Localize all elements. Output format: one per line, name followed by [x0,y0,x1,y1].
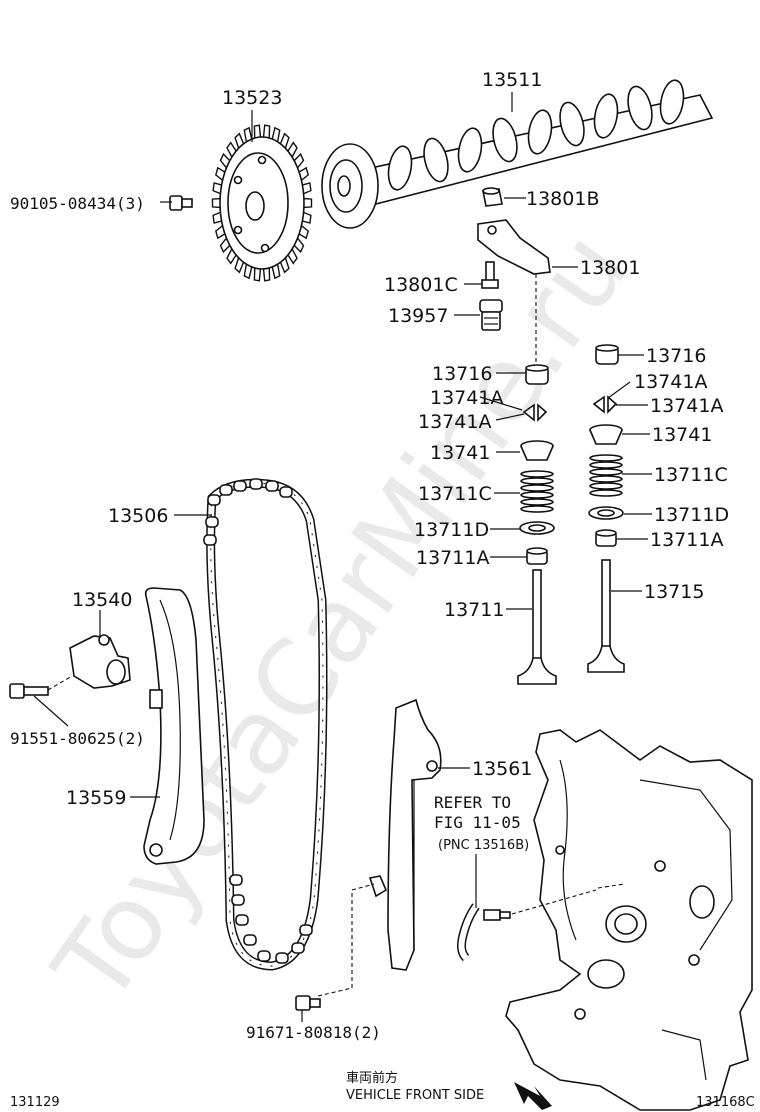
label-13741A-right-2[interactable]: 13741A [650,395,723,417]
label-13711C-right[interactable]: 13711C [654,464,728,486]
keepers-right-13741A[interactable] [592,395,618,414]
label-90105-08434[interactable]: 90105-08434(3) [10,194,145,213]
gear-bolt-90105[interactable] [169,195,193,211]
rocker-arm-13801[interactable] [477,219,551,275]
spring-seat-right-13711D[interactable] [588,506,624,520]
retainer-left-13741[interactable] [520,440,554,461]
label-13801[interactable]: 13801 [580,257,640,279]
tensioner-slipper-13559[interactable] [143,587,205,865]
oil-jet-pipe[interactable] [457,903,511,962]
label-13711[interactable]: 13711 [444,599,504,621]
label-13711C-left[interactable]: 13711C [418,483,492,505]
front-direction-arrow-icon [514,1082,552,1110]
label-13561[interactable]: 13561 [472,758,532,780]
damper-bolt-91671[interactable] [295,995,321,1011]
refer-line-2: FIG 11-05 [434,813,521,832]
label-13741-left[interactable]: 13741 [430,442,490,464]
label-91671-80818[interactable]: 91671-80818(2) [246,1023,381,1042]
footer: 131129 車両前方 VEHICLE FRONT SIDE 131168C [10,1070,755,1110]
shim-right-13716[interactable] [595,344,619,365]
lash-adjuster-13957[interactable] [479,299,503,331]
vehicle-front-en: VEHICLE FRONT SIDE [346,1088,484,1103]
label-13511[interactable]: 13511 [482,69,542,91]
valve-seal-left-13711A[interactable] [526,547,548,565]
label-91551-80625[interactable]: 91551-80625(2) [10,729,145,748]
part-labels: 13523 13511 90105-08434(3) 13801B 13801 … [10,69,729,1042]
rocker-nut-13801B[interactable] [482,187,503,207]
label-13715[interactable]: 13715 [644,581,704,603]
label-13711D-left[interactable]: 13711D [414,519,489,541]
leader-lines [33,92,652,1022]
figure-code-left: 131129 [10,1095,60,1110]
damper-bolt-guide-3 [351,883,375,891]
label-13711D-right[interactable]: 13711D [654,504,729,526]
chain-tensioner-13540[interactable] [69,634,131,689]
label-13716-left[interactable]: 13716 [432,363,492,385]
refer-note: REFER TO FIG 11-05 (PNC 13516B) [434,793,529,853]
timing-chain-13506[interactable] [203,478,328,971]
label-13741A-left-1[interactable]: 13741A [430,387,503,409]
label-13741A-left-2[interactable]: 13741A [418,411,491,433]
spring-left-13711C[interactable] [520,470,554,513]
rocker-screw-13801C[interactable] [481,261,499,289]
retainer-right-13741[interactable] [589,424,623,445]
label-13540[interactable]: 13540 [72,589,132,611]
intake-valve-13711[interactable] [517,569,557,685]
refer-line-1: REFER TO [434,793,511,812]
engine-block [505,729,753,1111]
oil-jet-guide [511,889,597,915]
label-13741A-right-1[interactable]: 13741A [634,371,707,393]
vehicle-front-jp: 車両前方 [346,1070,398,1086]
label-13711A-right[interactable]: 13711A [650,529,723,551]
shim-left-13716[interactable] [525,364,549,385]
label-13801B[interactable]: 13801B [526,188,599,210]
refer-line-3: (PNC 13516B) [438,838,529,853]
label-13711A-left[interactable]: 13711A [416,547,489,569]
tensioner-bolt-guide [47,675,73,691]
camshaft-gear[interactable] [211,124,313,282]
tensioner-bolt-91551[interactable] [9,683,49,699]
spring-seat-left-13711D[interactable] [519,521,555,535]
exhaust-valve-13715[interactable] [587,559,625,673]
keepers-left-13741A[interactable] [522,403,548,422]
label-13559[interactable]: 13559 [66,787,126,809]
camshaft[interactable] [321,78,714,229]
label-13523[interactable]: 13523 [222,87,282,109]
label-13741-right[interactable]: 13741 [652,424,712,446]
valve-seal-right-13711A[interactable] [595,529,617,547]
label-13506[interactable]: 13506 [108,505,168,527]
spring-right-13711C[interactable] [589,454,623,497]
label-13957[interactable]: 13957 [388,305,448,327]
chain-damper-13561[interactable] [368,698,442,971]
label-13801C[interactable]: 13801C [384,274,458,296]
damper-bolt-guide-1 [317,987,353,997]
label-13716-right[interactable]: 13716 [646,345,706,367]
figure-code-right: 131168C [696,1095,755,1110]
